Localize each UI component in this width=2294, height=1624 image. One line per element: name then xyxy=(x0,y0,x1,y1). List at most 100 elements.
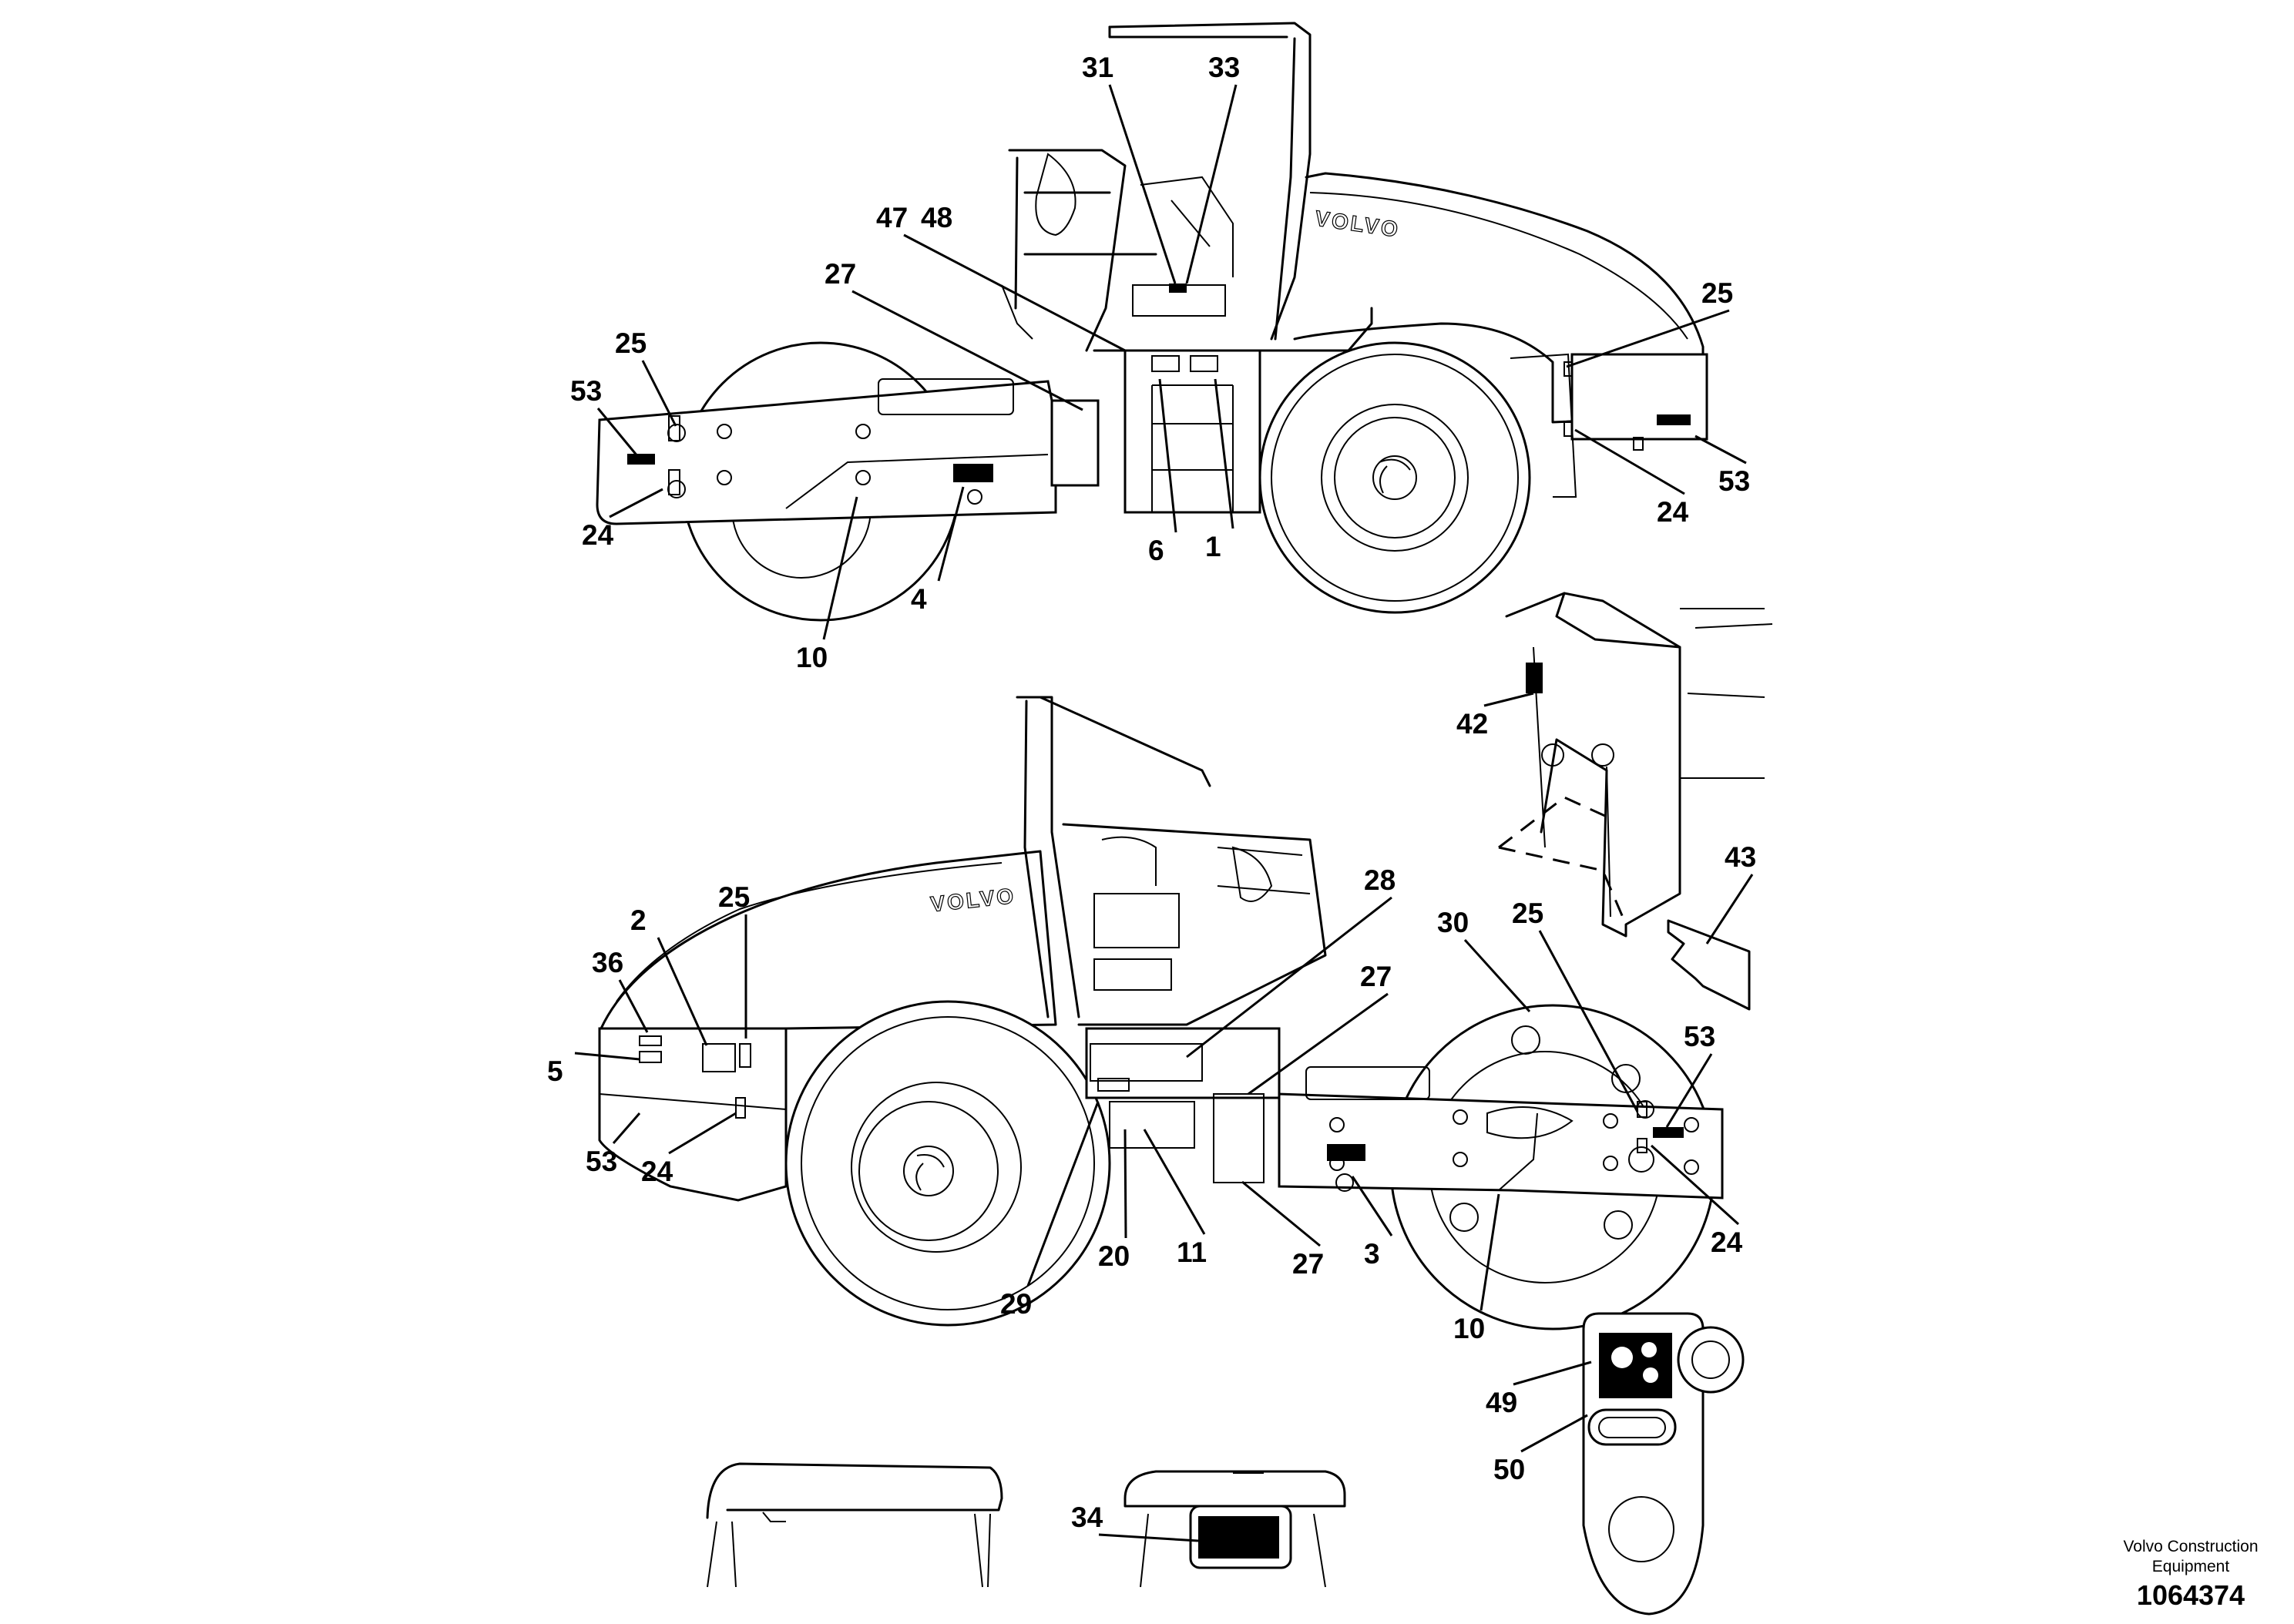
decal-4 xyxy=(953,464,993,482)
callout-31: 31 xyxy=(1082,52,1113,83)
decal-53-bottom-right xyxy=(1653,1127,1684,1138)
callout-28: 28 xyxy=(1364,864,1396,896)
callout-25: 25 xyxy=(615,327,647,359)
drum-frame-top xyxy=(596,380,1057,525)
leader-line-42 xyxy=(1483,692,1534,707)
callout-48: 48 xyxy=(921,202,952,233)
callout-24: 24 xyxy=(1711,1226,1743,1258)
leader-line-25 xyxy=(641,360,677,427)
callout-25: 25 xyxy=(1512,898,1543,929)
brand-marking-top: VOLVO xyxy=(1314,206,1402,242)
callout-50: 50 xyxy=(1493,1454,1525,1485)
decal-43 xyxy=(1667,919,1751,1011)
callout-53: 53 xyxy=(570,375,602,407)
callout-43: 43 xyxy=(1725,841,1756,873)
brand-marking-bottom: VOLVO xyxy=(929,884,1017,916)
leader-line-24 xyxy=(668,1112,737,1155)
callout-1: 1 xyxy=(1205,531,1221,562)
callout-24: 24 xyxy=(1657,496,1689,528)
callout-5: 5 xyxy=(547,1055,563,1087)
publisher-credit: Volvo Construction Equipment xyxy=(2123,1538,2259,1575)
leader-line-36 xyxy=(618,979,649,1033)
leader-line-27 xyxy=(1248,992,1389,1096)
decal-31-33 xyxy=(1169,284,1187,293)
leader-line-53 xyxy=(612,1112,641,1144)
detail-key-panel xyxy=(1582,1312,1745,1616)
leader-line-24 xyxy=(609,488,663,518)
engine-hood-bottom xyxy=(600,850,1057,1030)
leader-line-10 xyxy=(1480,1193,1500,1311)
callout-33: 33 xyxy=(1208,52,1240,83)
leader-line-49 xyxy=(1513,1361,1592,1386)
leader-line-6 xyxy=(1158,378,1177,533)
callout-27: 27 xyxy=(1292,1248,1324,1280)
step-ladder-top xyxy=(1123,349,1261,514)
callout-30: 30 xyxy=(1437,907,1469,938)
roller-side-view-bottom: VOLVO xyxy=(598,696,1724,1330)
leader-line-27 xyxy=(851,290,1083,411)
leader-line-29 xyxy=(1026,1101,1100,1287)
leader-line-4 xyxy=(937,486,965,582)
detail-hood xyxy=(706,1462,1346,1588)
leader-line-5 xyxy=(574,1052,640,1061)
engine-hood-top xyxy=(1293,172,1705,424)
leader-line-53 xyxy=(596,408,640,458)
leader-line-24 xyxy=(1650,1144,1740,1226)
decal-3 xyxy=(1327,1144,1365,1161)
drum-frame-bottom xyxy=(1278,1092,1724,1200)
decal-53-top-right xyxy=(1657,414,1691,425)
callout-layer: 31 33 47 48 27 25 53 24 10 4 6 1 25 53 24 42 43 236 25 5 53 2… xyxy=(547,52,1756,1542)
leader-line-53 xyxy=(1665,1053,1713,1128)
leader-line-3 xyxy=(1351,1176,1393,1236)
decal-42 xyxy=(1526,663,1543,693)
document-number: 1064374 xyxy=(2136,1579,2245,1611)
callout-24: 24 xyxy=(582,519,614,551)
detail-bracket xyxy=(1498,592,1773,1011)
front-chassis-bottom xyxy=(598,1027,788,1202)
decal-53-top-left xyxy=(627,454,655,465)
rear-chassis-top xyxy=(1570,353,1708,441)
callout-3: 3 xyxy=(1364,1238,1380,1270)
callout-27: 27 xyxy=(825,258,856,290)
leader-line-50 xyxy=(1520,1414,1588,1453)
leader-line-47 xyxy=(903,233,1126,352)
leader-line-20 xyxy=(1123,1129,1127,1239)
decal-34 xyxy=(1198,1516,1279,1559)
decal-49 xyxy=(1599,1333,1672,1398)
callout-25: 25 xyxy=(1701,277,1733,309)
leader-line-2 xyxy=(657,937,708,1046)
callout-4: 4 xyxy=(911,583,927,615)
callout-10: 10 xyxy=(796,642,828,673)
callout-25: 25 xyxy=(718,881,750,913)
rear-wheel-top xyxy=(1258,341,1531,614)
callout-2: 2 xyxy=(630,904,647,936)
callout-53: 53 xyxy=(1718,465,1750,497)
leader-line-1 xyxy=(1214,378,1234,529)
callout-11: 11 xyxy=(1177,1236,1207,1268)
callout-36: 36 xyxy=(592,947,623,978)
rear-wheel-bottom xyxy=(784,1000,1111,1327)
callout-49: 49 xyxy=(1486,1387,1517,1418)
leader-line-24 xyxy=(1574,428,1685,495)
callout-53: 53 xyxy=(1684,1021,1715,1052)
leader-line-53 xyxy=(1694,435,1747,465)
callout-34: 34 xyxy=(1071,1502,1103,1533)
callout-27: 27 xyxy=(1360,961,1392,992)
callout-47: 47 xyxy=(876,202,908,233)
decal-50 xyxy=(1587,1408,1677,1446)
leader-line-33 xyxy=(1185,84,1238,284)
callout-42: 42 xyxy=(1456,708,1488,740)
callout-53: 53 xyxy=(586,1146,617,1177)
leader-line-27 xyxy=(1241,1180,1321,1247)
roller-side-view-top: VOLVO xyxy=(596,22,1708,622)
leader-line-28 xyxy=(1186,896,1392,1059)
leader-line-31 xyxy=(1108,84,1177,284)
callout-6: 6 xyxy=(1148,535,1164,566)
leader-line-43 xyxy=(1705,874,1754,945)
leader-line-34 xyxy=(1098,1533,1199,1542)
leader-line-25 xyxy=(1538,930,1639,1112)
decal-2 xyxy=(702,1043,736,1072)
leader-line-25 xyxy=(1566,309,1730,368)
